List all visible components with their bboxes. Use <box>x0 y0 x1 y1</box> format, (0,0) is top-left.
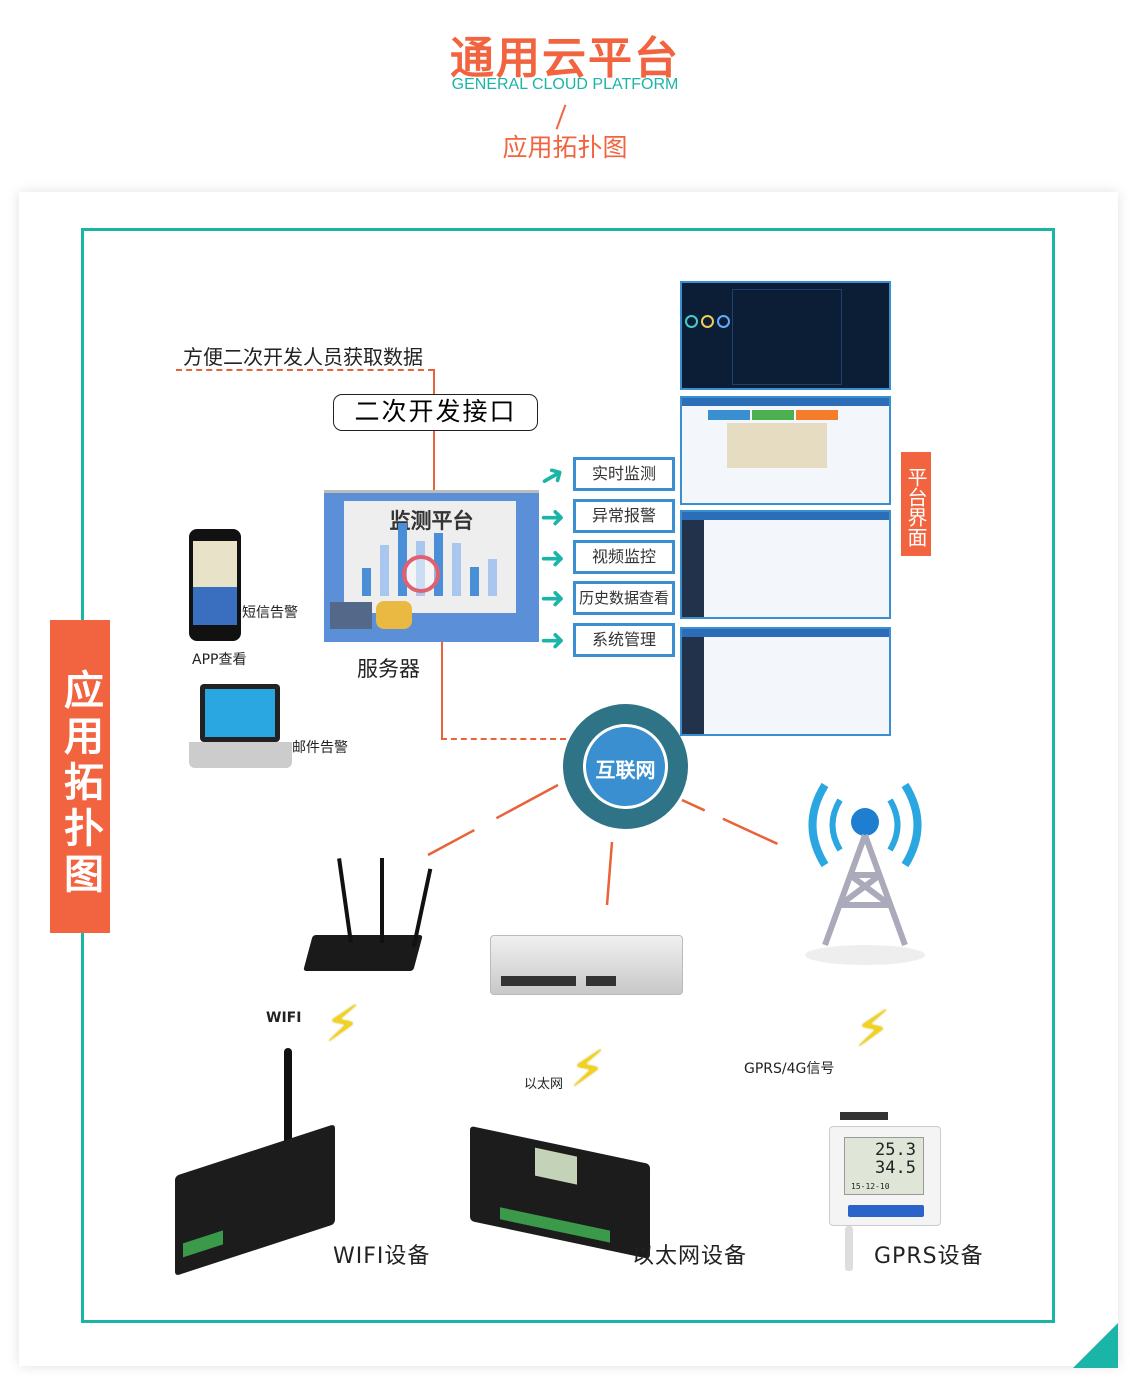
connector-line <box>441 642 443 738</box>
platform-label: 平台界面 <box>901 452 931 556</box>
feature-realtime[interactable]: 实时监测 <box>573 457 675 491</box>
arrow-icon: ➜ <box>540 500 566 535</box>
feature-system[interactable]: 系统管理 <box>573 623 675 657</box>
gprs-device-label: GPRS设备 <box>874 1244 984 1269</box>
router-antenna <box>380 858 384 943</box>
lightning-icon: ⚡ <box>855 1000 891 1058</box>
arrow-icon: ➜ <box>540 581 566 616</box>
phone-icon <box>189 529 241 641</box>
sensor-antenna <box>840 1112 888 1120</box>
internet-globe-icon: 互联网 <box>563 704 688 829</box>
dev-note: 方便二次开发人员获取数据 <box>183 345 423 369</box>
sensor-humidity: 34.5 <box>875 1158 916 1178</box>
ethernet-link-label: 以太网 <box>524 1077 564 1092</box>
hand-icon <box>376 601 412 629</box>
feature-alarm[interactable]: 异常报警 <box>573 499 675 533</box>
arrow-icon: ➜ <box>540 541 566 576</box>
sms-alert-label: 短信告警 <box>242 605 298 621</box>
connector-line <box>433 430 435 490</box>
connector-line <box>441 738 566 740</box>
wifi-device-label: WIFI设备 <box>333 1244 431 1269</box>
wifi-device-antenna <box>284 1048 292 1158</box>
magnifier-icon <box>402 555 440 593</box>
gprs-link-label: GPRS/4G信号 <box>744 1061 835 1077</box>
connector-line <box>433 369 435 394</box>
monitor-title: 监测平台 <box>389 509 474 533</box>
screenshot-map <box>680 396 891 505</box>
cell-tower-icon <box>805 782 925 965</box>
ethernet-device-label: 以太网设备 <box>632 1244 748 1269</box>
feature-video[interactable]: 视频监控 <box>573 540 675 574</box>
dev-note-underline <box>176 369 434 371</box>
arrow-icon: ➜ <box>540 623 566 658</box>
laptop-keyboard <box>189 742 292 768</box>
side-label: 应用拓扑图 <box>50 620 110 933</box>
api-box[interactable]: 二次开发接口 <box>333 394 538 431</box>
wifi-link-label: WIFI <box>266 1010 302 1026</box>
screenshot-list <box>680 627 891 736</box>
laptop-icon <box>200 684 280 742</box>
gprs-device-icon: 25.3 34.5 15-12-10 <box>829 1126 941 1226</box>
email-alert-label: 邮件告警 <box>292 740 348 756</box>
switch-icon <box>490 935 683 995</box>
lightning-icon: ⚡ <box>570 1040 606 1098</box>
monitor-platform-panel: 监测平台 <box>324 490 539 642</box>
section-title: 应用拓扑图 <box>502 133 628 162</box>
server-label: 服务器 <box>357 657 420 681</box>
internet-label: 互联网 <box>595 758 656 782</box>
feature-history[interactable]: 历史数据查看 <box>573 581 675 615</box>
sensor-probe <box>845 1226 853 1271</box>
router-icon <box>303 935 423 971</box>
screenshot-dashboard <box>680 281 891 390</box>
sensor-temp: 25.3 <box>875 1140 916 1160</box>
page-title: 通用云平台 <box>450 33 680 84</box>
lightning-icon: ⚡ <box>325 995 361 1053</box>
corner-decoration <box>1073 1323 1118 1368</box>
screenshot-table <box>680 510 891 619</box>
page-subtitle: GENERAL CLOUD PLATFORM <box>451 76 679 93</box>
sensor-date: 15-12-10 <box>851 1182 890 1191</box>
app-label: APP查看 <box>192 652 247 668</box>
